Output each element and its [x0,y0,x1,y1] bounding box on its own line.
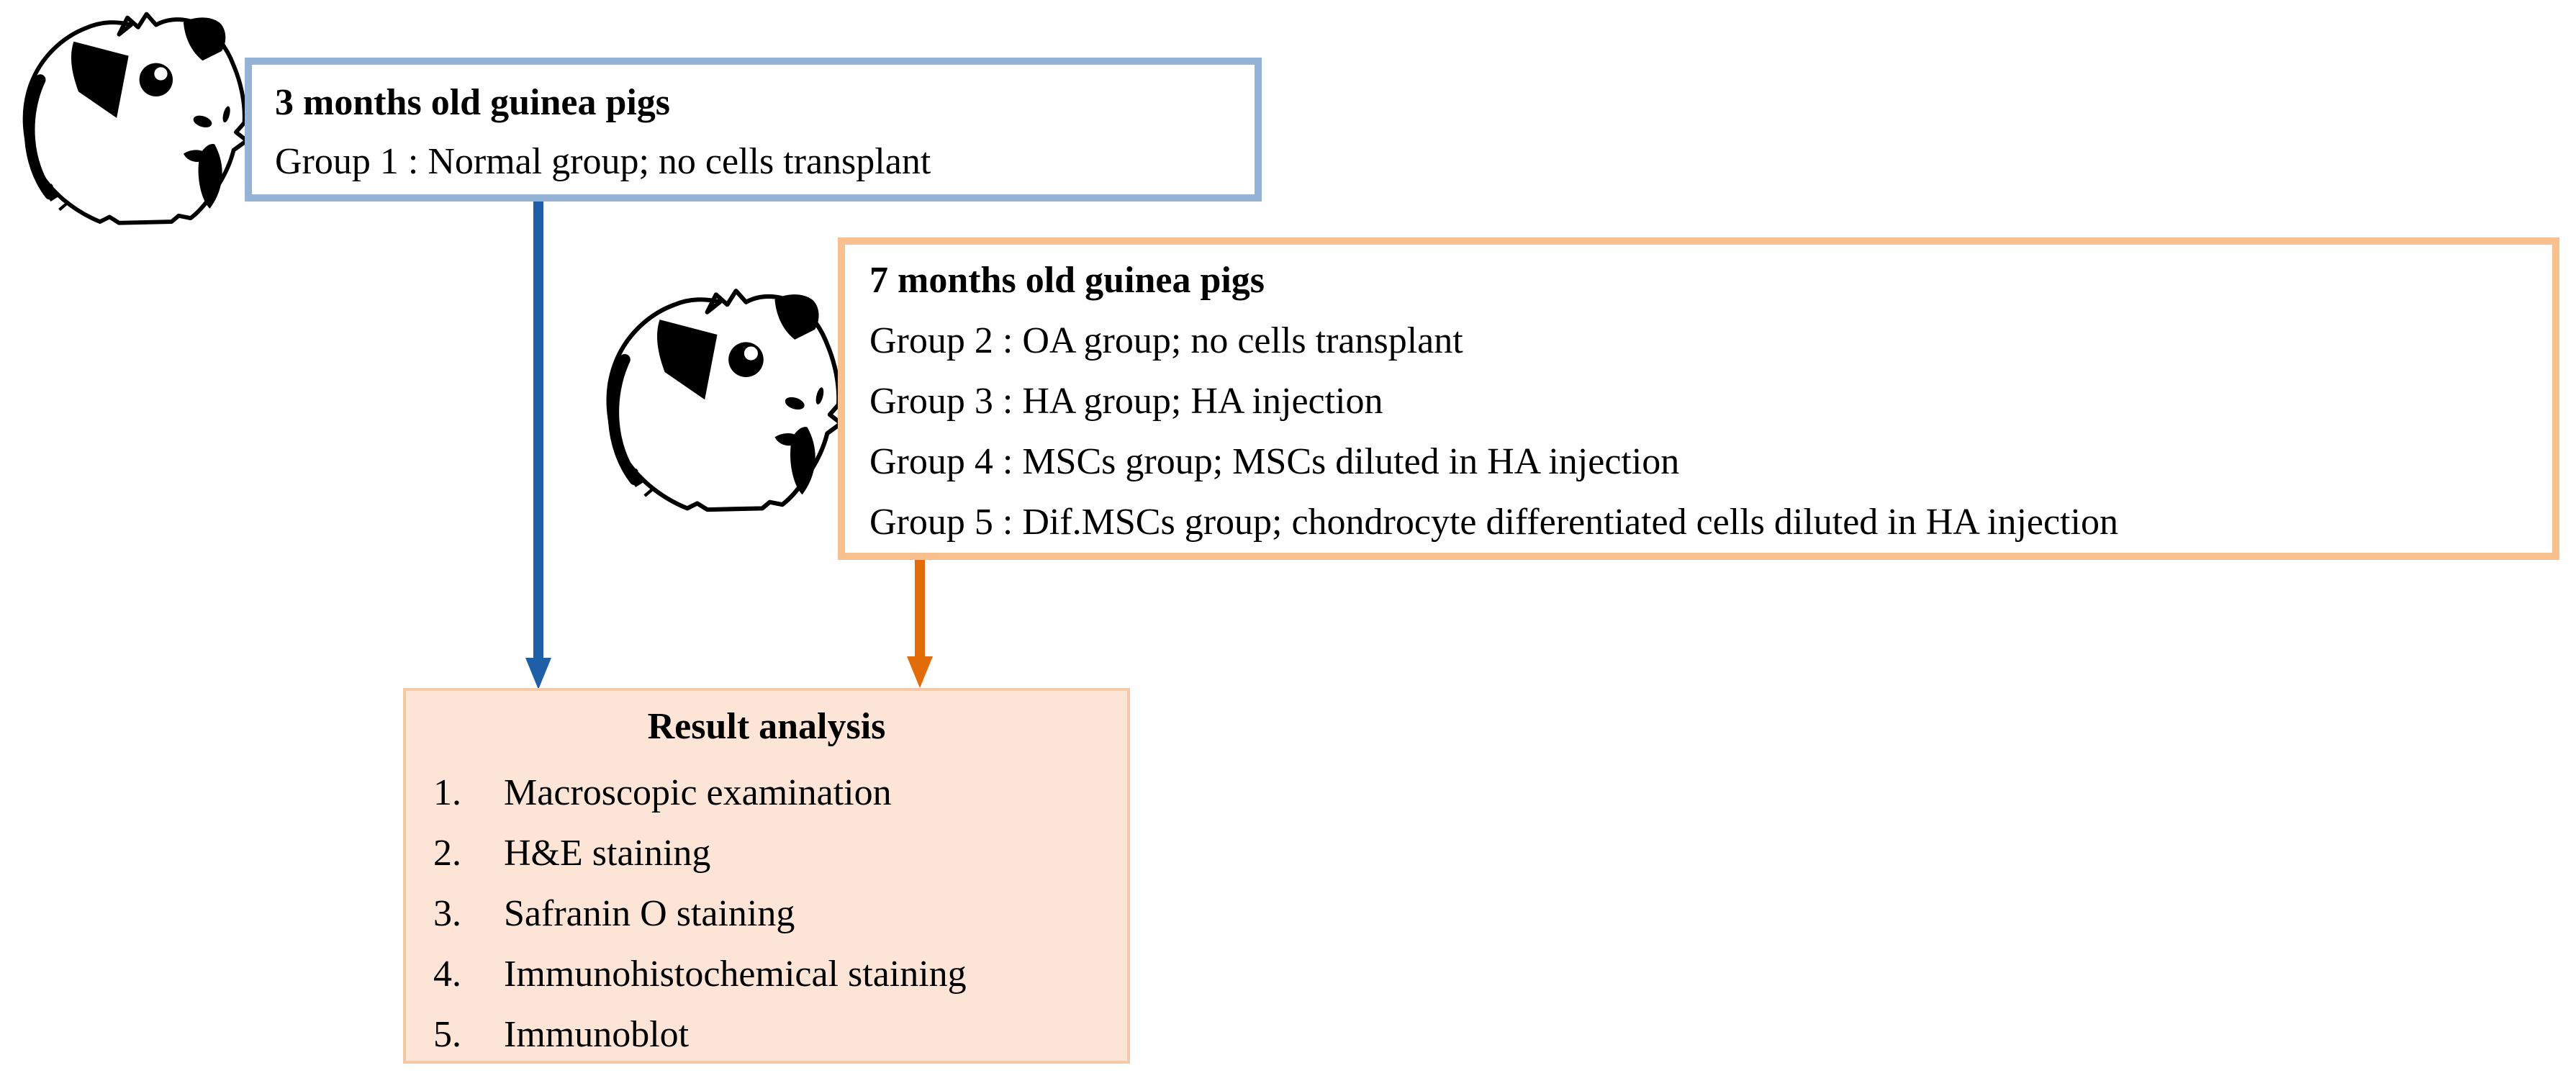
guinea-pig-icon [595,282,845,520]
young-group-line-1: Group 1 : Normal group; no cells transpl… [275,141,931,182]
old-group-line-1: Group 2 : OA group; no cells transplant [869,320,1463,361]
result-analysis-list: 1. Macroscopic examination 2. H&E staini… [406,763,1127,1065]
old-group-title: 7 months old guinea pigs [869,260,1265,301]
result-item-number: 5. [433,1014,461,1055]
arrow-old-to-result [907,560,933,688]
result-item-number: 4. [433,954,461,995]
result-item: 5. Immunoblot [433,1005,1127,1065]
result-item: 1. Macroscopic examination [433,763,1127,823]
result-item: 4. Immunohistochemical staining [433,944,1127,1005]
young-group-box: 3 months old guinea pigs Group 1 : Norma… [245,58,1262,202]
result-item-label: Safranin O staining [504,893,795,934]
result-item-label: Immunohistochemical staining [504,954,967,995]
arrow-young-to-result [525,202,551,689]
result-item-label: H&E staining [504,833,711,874]
young-group-title: 3 months old guinea pigs [275,82,671,123]
result-item-number: 3. [433,893,461,934]
result-item-number: 2. [433,833,461,874]
result-analysis-box: Result analysis 1. Macroscopic examinati… [403,688,1130,1064]
result-item-label: Immunoblot [504,1014,690,1055]
result-item: 3. Safranin O staining [433,884,1127,944]
old-group-line-4: Group 5 : Dif.MSCs group; chondrocyte di… [869,502,2118,543]
old-group-box: 7 months old guinea pigs Group 2 : OA gr… [838,237,2559,560]
guinea-pig-icon [12,6,250,232]
old-group-line-3: Group 4 : MSCs group; MSCs diluted in HA… [869,441,1680,482]
result-item-label: Macroscopic examination [504,772,892,813]
result-analysis-title: Result analysis [647,706,886,747]
result-item-number: 1. [433,772,461,813]
old-group-line-2: Group 3 : HA group; HA injection [869,381,1383,422]
result-item: 2. H&E staining [433,823,1127,884]
